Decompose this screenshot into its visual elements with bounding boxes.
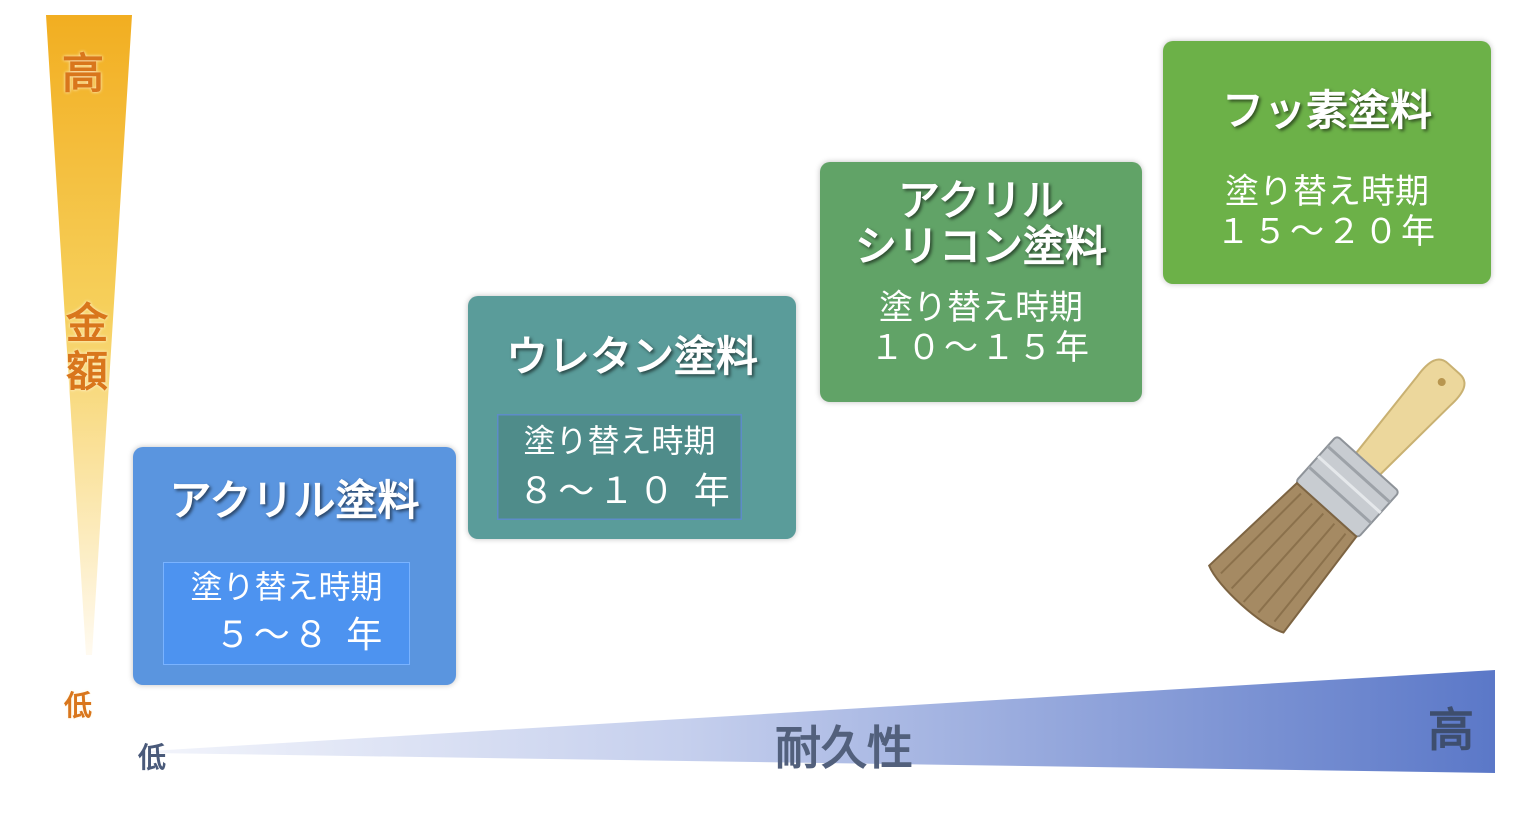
acrylic-paint-title: アクリル塗料 bbox=[169, 476, 420, 525]
durability-axis-title: 耐久性 bbox=[775, 721, 913, 775]
acrylic-silicone-repaint-period: １０〜１５年 bbox=[870, 328, 1092, 368]
urethane-repaint-box bbox=[497, 414, 742, 520]
cost-high-label: 高 bbox=[62, 49, 105, 98]
acrylic-silicone-paint-card bbox=[820, 162, 1142, 402]
durability-low-label: 低 bbox=[138, 741, 167, 774]
acrylic-silicone-repaint-label: 塗り替え時期 bbox=[879, 288, 1083, 328]
urethane-repaint-label: 塗り替え時期 bbox=[523, 422, 716, 460]
cost-low-label: 低 bbox=[64, 689, 93, 722]
acrylic-silicone-paint-title: アクリル シリコン塗料 bbox=[854, 176, 1107, 272]
cost-axis-title: 金額 bbox=[65, 299, 108, 396]
cost-axis-wedge bbox=[46, 15, 132, 655]
durability-high-label: 高 bbox=[1428, 703, 1474, 757]
fluorine-paint-card bbox=[1163, 41, 1491, 284]
urethane-paint-title: ウレタン塗料 bbox=[505, 332, 758, 381]
acrylic-repaint-period: ５〜８ 年 bbox=[214, 615, 386, 656]
fluorine-repaint-period: １５〜２０年 bbox=[1216, 212, 1438, 252]
fluorine-repaint-label: 塗り替え時期 bbox=[1225, 172, 1429, 212]
paint-brush-icon bbox=[1207, 358, 1466, 634]
fluorine-paint-title: フッ素塗料 bbox=[1221, 86, 1432, 135]
urethane-repaint-period: ８〜１０ 年 bbox=[518, 471, 734, 512]
durability-axis-wedge bbox=[150, 670, 1495, 773]
acrylic-repaint-box bbox=[163, 562, 410, 665]
acrylic-repaint-label: 塗り替え時期 bbox=[190, 568, 383, 606]
